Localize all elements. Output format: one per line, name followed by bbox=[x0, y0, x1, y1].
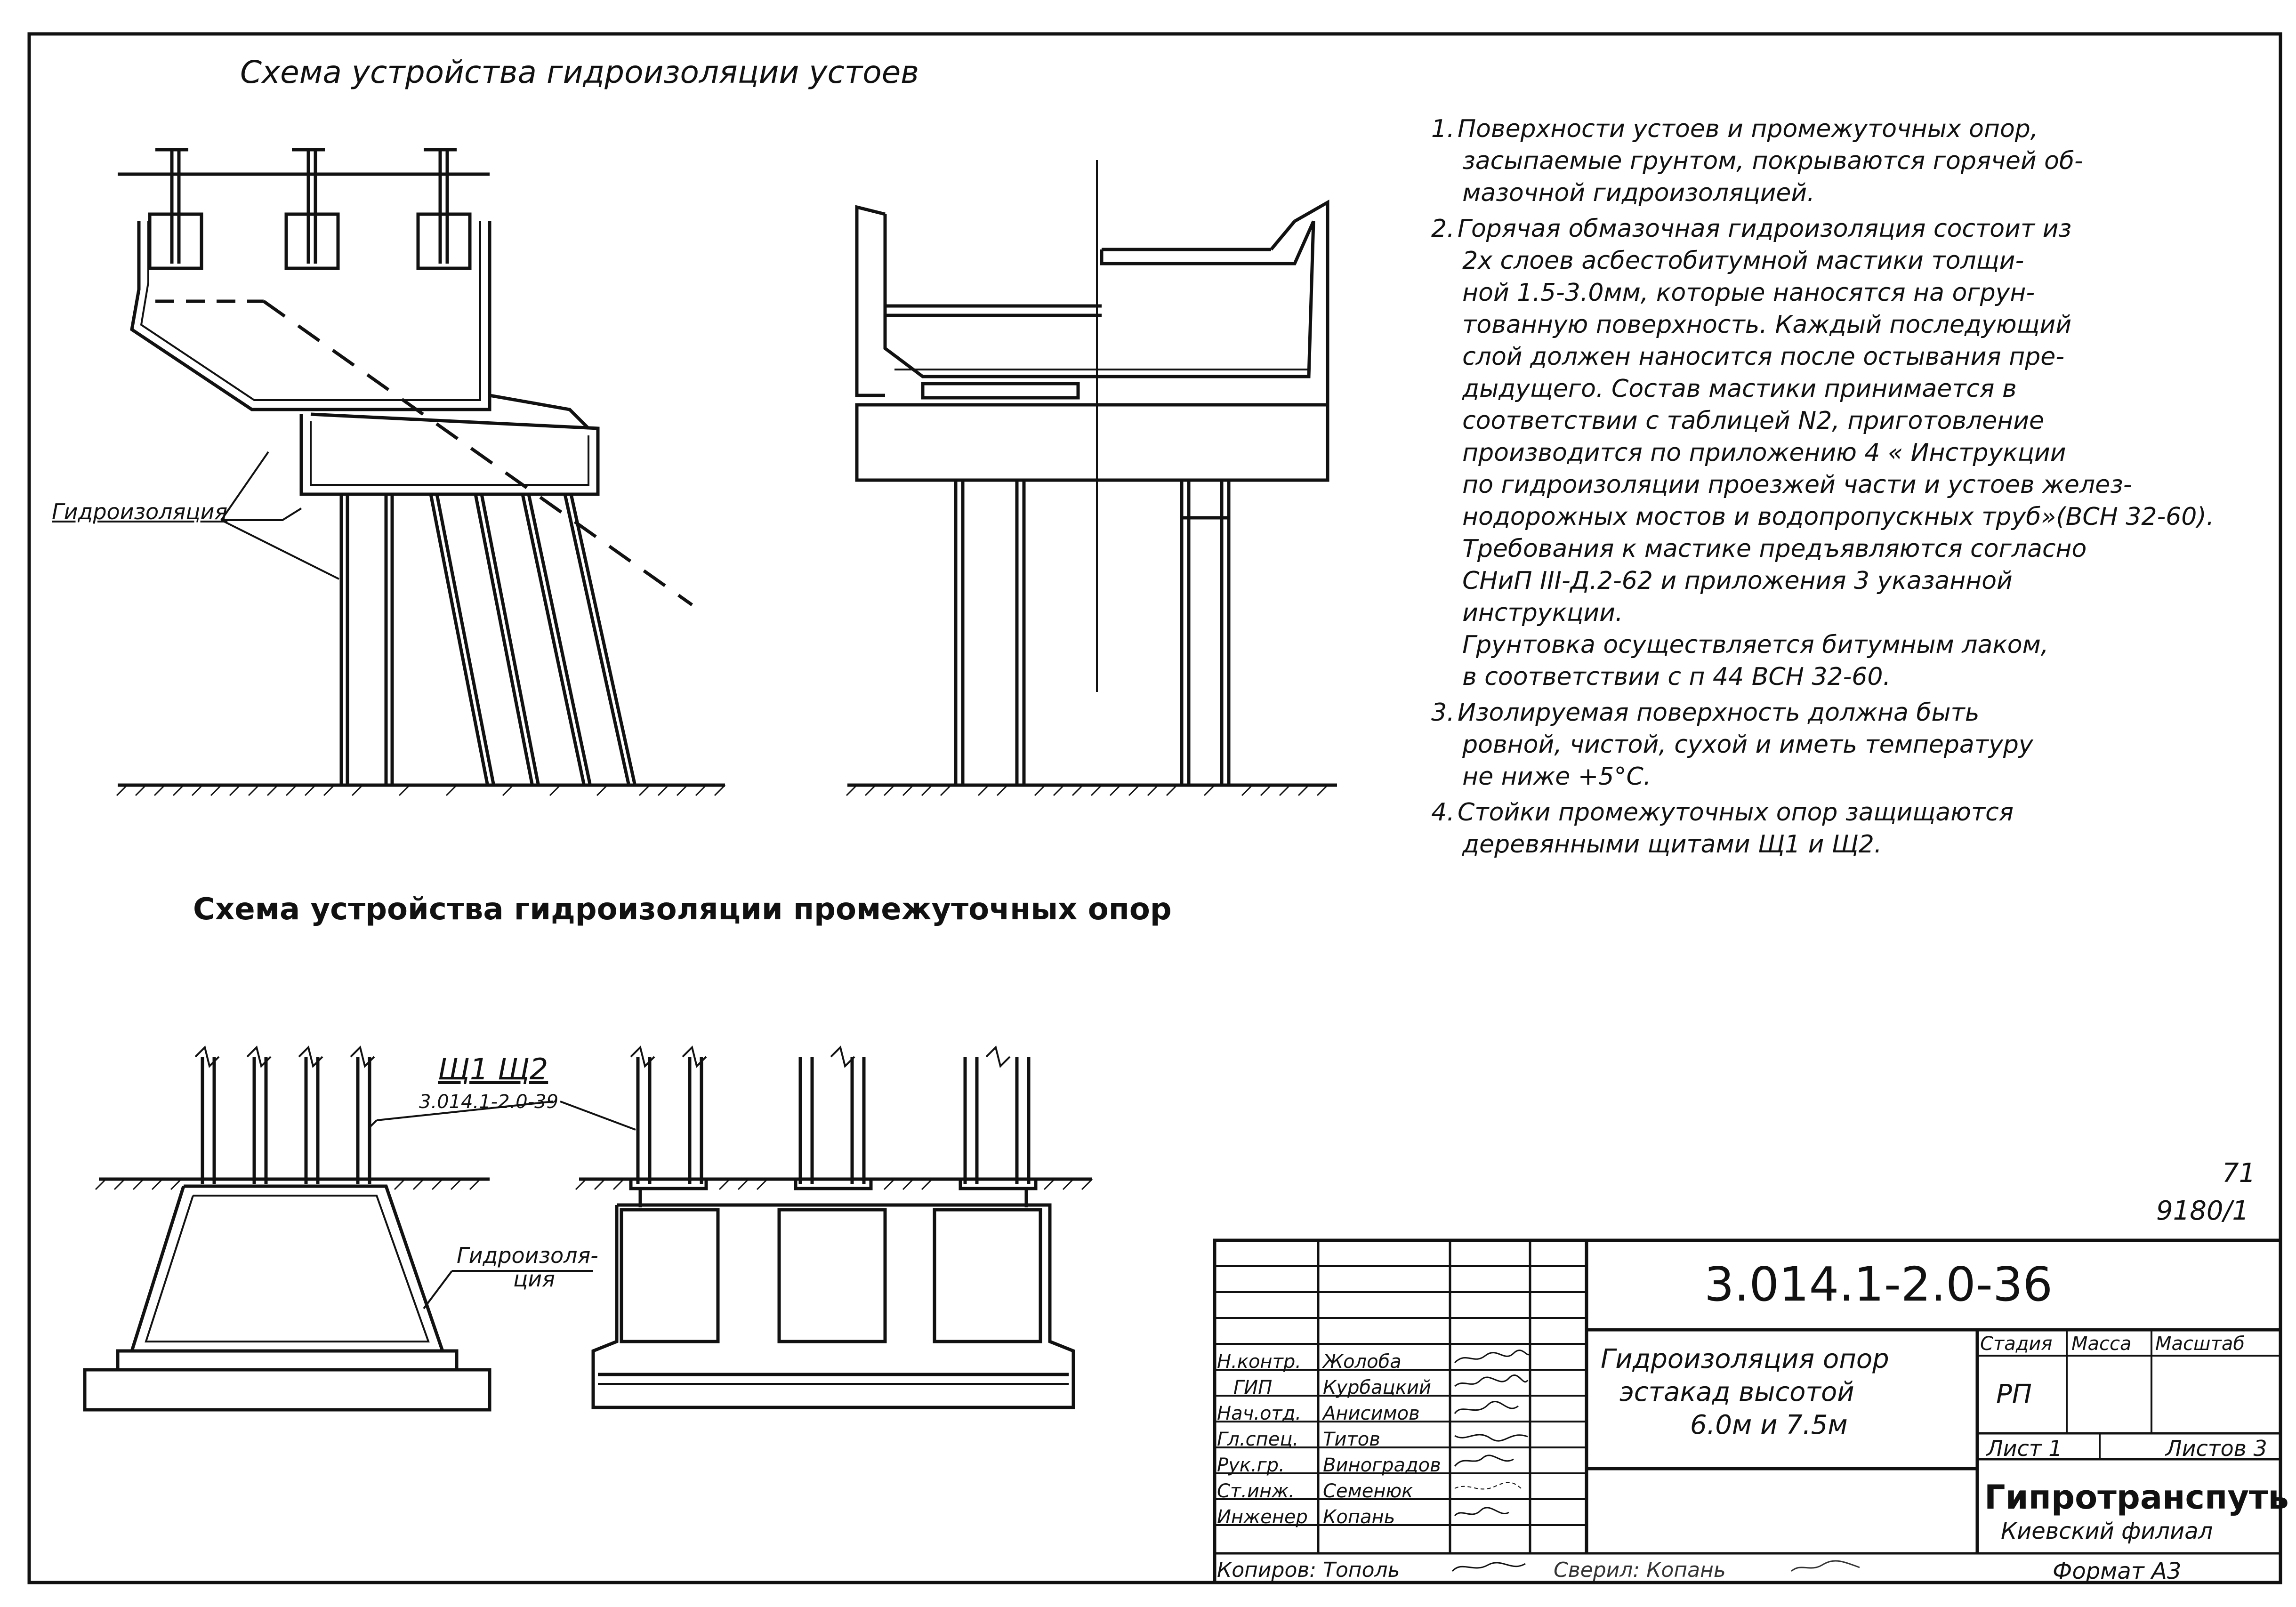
person-name: Курбацкий bbox=[1323, 1377, 1432, 1398]
person-name: Копань bbox=[1323, 1506, 1395, 1528]
sheet-mark-top: 71 bbox=[2222, 1158, 2256, 1189]
abutment-side-view bbox=[118, 148, 693, 784]
pier-side-view bbox=[83, 1045, 636, 1412]
signature-scribble bbox=[1454, 1507, 1509, 1517]
checked-by: Сверил: Копань bbox=[1554, 1558, 1726, 1582]
role-label: Ст.инж. bbox=[1217, 1480, 1295, 1502]
mass-header: Масса bbox=[2071, 1333, 2132, 1355]
role-label: Н.контр. bbox=[1217, 1351, 1301, 1373]
role-label: Нач.отд. bbox=[1217, 1403, 1302, 1424]
waterproofing-label-abutment: Гидроизоляция bbox=[52, 499, 228, 524]
sheet-format: Формат А3 bbox=[2053, 1558, 2182, 1584]
sheet-frame bbox=[27, 32, 2282, 1584]
stage-header: Стадия bbox=[1980, 1333, 2053, 1355]
sheet-number: Лист 1 bbox=[1987, 1436, 2062, 1461]
drawing-name-line-3: 6.0м и 7.5м bbox=[1690, 1410, 1848, 1440]
role-label: Рук.гр. bbox=[1217, 1454, 1285, 1476]
person-name: Титов bbox=[1323, 1429, 1380, 1450]
shields-ref-label: 3.014.1-2.0-39 bbox=[419, 1091, 559, 1113]
pier-front-view bbox=[575, 1045, 1093, 1409]
signature-scribble bbox=[1451, 1562, 1526, 1572]
signature-scribble bbox=[1790, 1560, 1860, 1572]
abutment-front-view bbox=[846, 160, 1337, 796]
drawing-code: 3.014.1-2.0-36 bbox=[1704, 1257, 2053, 1312]
drawing-name-line-1: Гидроизоляция опор bbox=[1601, 1344, 1889, 1374]
role-label: Гл.спец. bbox=[1217, 1429, 1299, 1450]
organization-branch: Киевский филиал bbox=[2001, 1518, 2213, 1544]
signature-scribble bbox=[1454, 1482, 1523, 1490]
note-item: 2.Горячая обмазочная гидроизоляция состо… bbox=[1431, 215, 2215, 691]
signature-scribble bbox=[1454, 1454, 1514, 1467]
role-label: Инженер bbox=[1217, 1506, 1308, 1528]
pier-scheme-title: Схема устройства гидроизоляции промежуто… bbox=[193, 892, 1172, 927]
scale-header: Масштаб bbox=[2155, 1333, 2245, 1355]
notes-block: 1.Поверхности устоев и промежуточных опо… bbox=[1431, 113, 2269, 864]
person-name: Виноградов bbox=[1323, 1454, 1441, 1476]
title-block bbox=[1213, 1238, 2282, 1584]
waterproofing-label-pier-2: ция bbox=[513, 1266, 555, 1292]
person-name: Анисимов bbox=[1323, 1403, 1420, 1424]
sheets-total: Листов 3 bbox=[2166, 1436, 2267, 1461]
waterproofing-label-pier-1: Гидроизоля- bbox=[457, 1243, 598, 1268]
copied-label: Копиров: bbox=[1217, 1558, 1317, 1582]
drawing-name-line-2: эстакад высотой bbox=[1619, 1377, 1854, 1407]
signature-scribble bbox=[1454, 1350, 1531, 1364]
person-name: Жолоба bbox=[1323, 1351, 1402, 1373]
abutment-scheme-title: Схема устройства гидроизоляции устоев bbox=[240, 54, 919, 90]
signature-scribble bbox=[1454, 1434, 1528, 1442]
organization-name: Гипротранспуть bbox=[1984, 1478, 2289, 1517]
shields-label: Щ1 Щ2 bbox=[438, 1052, 548, 1086]
person-name: Семенюк bbox=[1323, 1480, 1413, 1502]
sheet-mark-bottom: 9180/1 bbox=[2156, 1196, 2249, 1226]
signature-scribble bbox=[1454, 1401, 1519, 1414]
note-item: 4.Стойки промежуточных опор защищаются д… bbox=[1431, 798, 2014, 859]
note-item: 1.Поверхности устоев и промежуточных опо… bbox=[1431, 115, 2083, 207]
signature-scribble bbox=[1454, 1374, 1529, 1387]
copied-name: Тополь bbox=[1323, 1558, 1400, 1582]
role-label: ГИП bbox=[1233, 1377, 1273, 1398]
note-item: 3.Изолируемая поверхность должна быть ро… bbox=[1431, 699, 2033, 791]
stage-value: РП bbox=[1996, 1379, 2032, 1410]
